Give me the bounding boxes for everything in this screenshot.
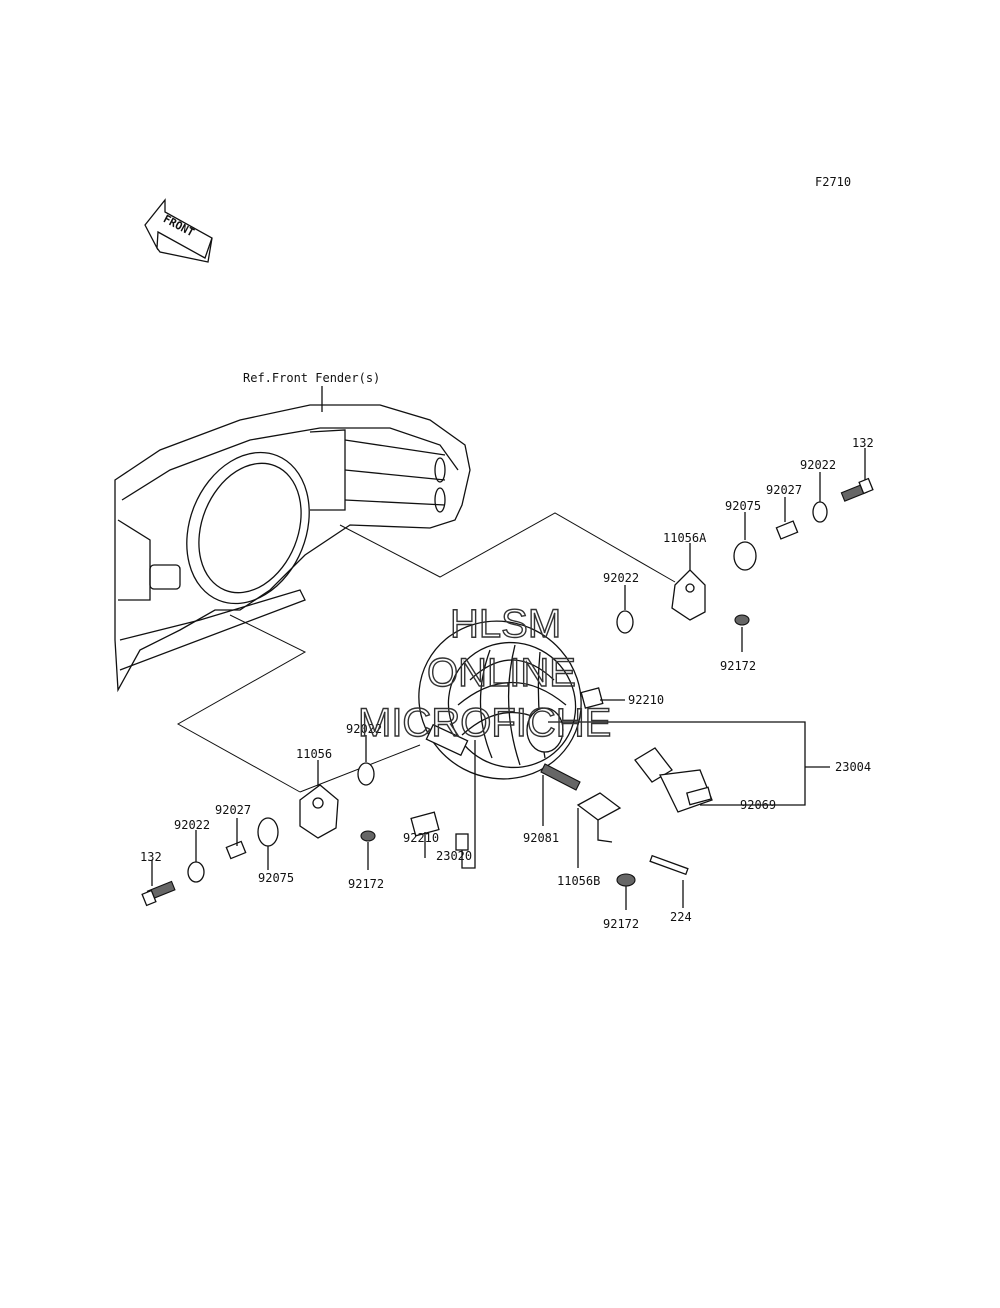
part-label-92022-left-upper: 92022 <box>346 722 382 736</box>
watermark-line-2: ONLINE <box>427 651 576 695</box>
left-mount-hardware <box>141 762 376 907</box>
collar-92027-right <box>775 520 799 540</box>
part-label-92210-left: 92210 <box>403 831 439 845</box>
part-label-92172-left: 92172 <box>348 877 384 891</box>
part-label-92069: 92069 <box>740 798 776 812</box>
part-label-92210-right: 92210 <box>628 693 664 707</box>
bulb-92069 <box>634 747 713 813</box>
screw-92172-bottom <box>616 873 636 887</box>
part-label-92027-left: 92027 <box>215 803 251 817</box>
bracket-11056 <box>299 784 339 839</box>
bracket-11056A <box>671 569 706 621</box>
front-arrow-icon: FRONT <box>144 198 213 263</box>
figure-code: F2710 <box>815 175 851 189</box>
grommet-92075-left <box>257 817 279 847</box>
headlight-assembly <box>418 620 582 780</box>
part-label-132-right: 132 <box>852 436 874 450</box>
right-mount-hardware <box>580 477 874 813</box>
washer-92022-top-right <box>812 501 828 523</box>
nut-92210-right <box>580 687 604 709</box>
screw-92172-left <box>360 830 376 842</box>
washer-92022-mid-right <box>616 610 634 634</box>
part-label-132-left: 132 <box>140 850 162 864</box>
bracket-11056B <box>576 792 622 821</box>
nut-92210-left <box>410 811 440 837</box>
part-label-224: 224 <box>670 910 692 924</box>
grommet-92075-right <box>733 541 757 571</box>
washer-92022-left-upper <box>357 762 375 786</box>
spring-92081 <box>540 763 581 791</box>
part-label-23004: 23004 <box>835 760 871 774</box>
part-label-11056: 11056 <box>296 747 332 761</box>
watermark-line-3: MICROFICHE <box>358 701 611 745</box>
front-fender-outline <box>114 404 471 693</box>
watermark-line-1: HLSM <box>450 602 561 646</box>
part-label-92022-top-right: 92022 <box>800 458 836 472</box>
part-label-11056B: 11056B <box>557 874 600 888</box>
part-label-92022-mid-right: 92022 <box>603 571 639 585</box>
part-label-92027-right: 92027 <box>766 483 802 497</box>
nut-23020 <box>455 833 469 851</box>
part-labels: 132 92022 92027 92075 11056A 92022 92172… <box>140 436 874 931</box>
reference-label: Ref.Front Fender(s) <box>243 371 380 385</box>
part-label-92081: 92081 <box>523 831 559 845</box>
part-label-11056A: 11056A <box>663 531 707 545</box>
collar-92027-left <box>225 840 247 860</box>
part-label-92075-right: 92075 <box>725 499 761 513</box>
part-label-92075-left: 92075 <box>258 871 294 885</box>
leader-lines <box>151 448 866 910</box>
screw-224 <box>649 854 689 876</box>
watermark: HLSM ONLINE MICROFICHE <box>357 601 612 745</box>
lower-hardware <box>410 763 689 887</box>
washer-92022-left <box>187 861 205 883</box>
part-label-23020: 23020 <box>436 849 472 863</box>
part-label-92172-bottom: 92172 <box>603 917 639 931</box>
part-label-92172-right: 92172 <box>720 659 756 673</box>
screw-92172-right <box>734 614 750 626</box>
part-label-92022-left: 92022 <box>174 818 210 832</box>
